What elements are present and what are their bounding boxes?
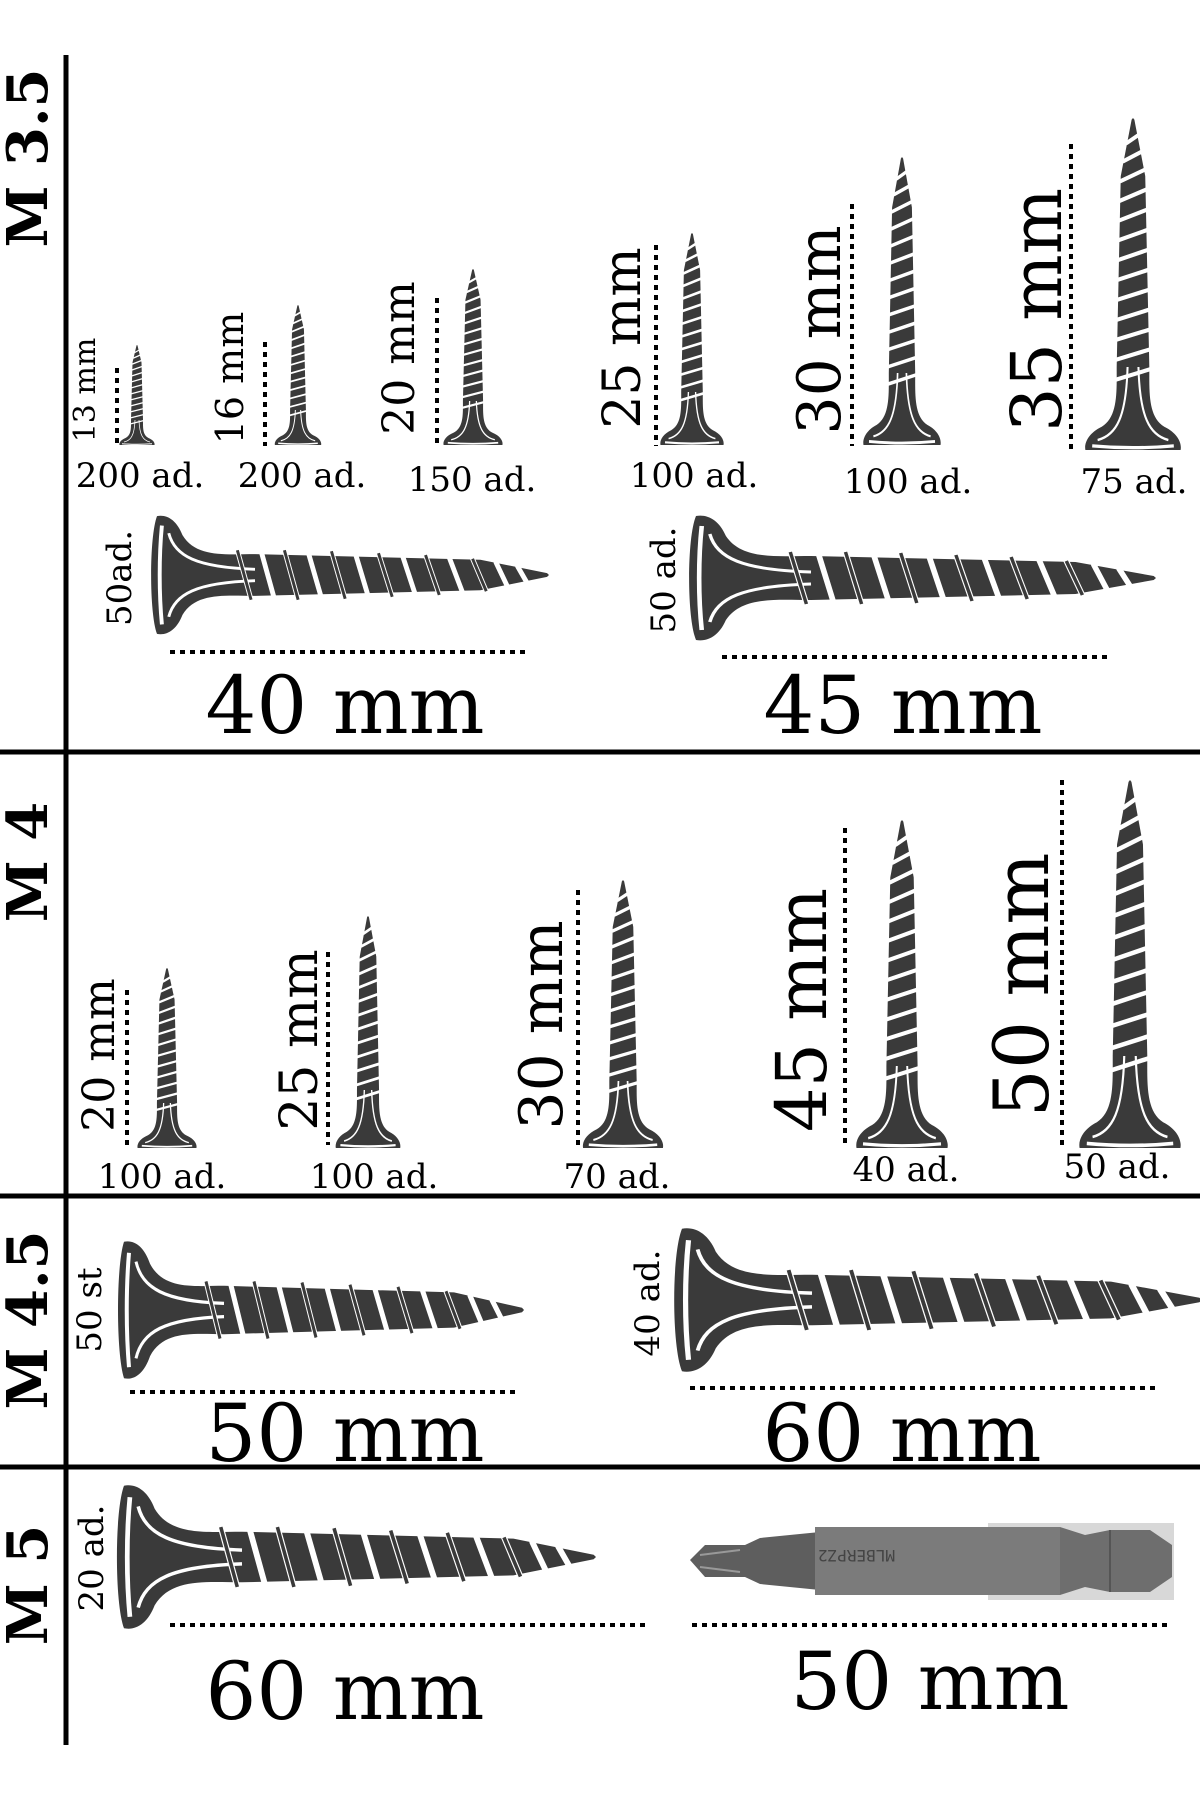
- drywall-screw-icon: [689, 516, 1156, 641]
- length-label: 60 mm: [205, 1645, 485, 1738]
- length-label: 30 mm: [785, 225, 855, 435]
- drywall-screw-icon: [334, 914, 402, 1150]
- length-label: 25 mm: [270, 949, 330, 1131]
- m45-dims: [130, 1386, 1160, 1394]
- quantity-label: 100 ad.: [97, 1157, 227, 1197]
- length-label: 60 mm: [762, 1387, 1042, 1480]
- quantity-label: 200 ad.: [237, 456, 367, 496]
- section-label-m4: M 4: [0, 801, 61, 923]
- quantity-label: 40 ad.: [852, 1150, 960, 1190]
- length-label: 13 mm: [68, 337, 103, 443]
- drywall-screw-icon: [442, 267, 504, 447]
- m5-screw: [117, 1485, 596, 1628]
- quantity-label: 150 ad.: [407, 460, 537, 500]
- quantity-label: 50 st: [70, 1267, 110, 1353]
- quantity-label: 100 ad.: [843, 462, 973, 502]
- length-label: 45 mm: [763, 659, 1043, 752]
- quantity-label: 40 ad.: [628, 1249, 668, 1357]
- m35-small-dims: [115, 144, 1073, 452]
- length-label: 20 mm: [74, 978, 125, 1132]
- length-label: 50 mm: [205, 1387, 485, 1480]
- drywall-screw-icon: [861, 155, 943, 447]
- length-label: 45 mm: [761, 887, 843, 1133]
- drywall-screw-icon: [118, 1241, 524, 1378]
- drywall-screw-icon: [117, 1485, 596, 1628]
- quantity-label: 100 ad.: [629, 456, 759, 496]
- length-label: 20 mm: [374, 281, 425, 435]
- length-label: 25 mm: [593, 247, 653, 429]
- drywall-screw-icon: [1085, 118, 1181, 450]
- length-label: 35 mm: [996, 187, 1078, 433]
- section-label-m35: M 3.5: [0, 68, 61, 248]
- drywall-screw-icon: [659, 231, 725, 447]
- quantity-label: 50ad.: [100, 529, 140, 627]
- quantity-label: 50 ad.: [1063, 1147, 1171, 1187]
- quantity-label: 20 ad.: [72, 1504, 112, 1612]
- quantity-label: 100 ad.: [309, 1157, 439, 1197]
- length-label: 30 mm: [507, 920, 577, 1130]
- drywall-screw-icon: [581, 878, 665, 1150]
- quantity-label: 75 ad.: [1080, 462, 1188, 502]
- drywall-screw-icon: [136, 966, 198, 1150]
- section-label-m5: M 5: [0, 1524, 61, 1646]
- m35-long-dims: [170, 650, 1112, 659]
- length-label: 40 mm: [205, 659, 485, 752]
- quantity-label: 200 ad.: [75, 456, 205, 496]
- quantity-label: 70 ad.: [563, 1157, 671, 1197]
- screwdriver-bit-icon: MLBERPZ2: [690, 1523, 1174, 1600]
- bit-engraving: MLBERPZ2: [818, 1546, 895, 1565]
- drywall-screw-icon: [1079, 780, 1180, 1148]
- bit-length-label: 50 mm: [790, 1635, 1070, 1728]
- length-label: 50 mm: [977, 852, 1066, 1118]
- quantity-label: 50 ad.: [644, 526, 684, 634]
- drywall-screw-icon: [273, 304, 323, 446]
- drywall-screw-icon: [674, 1228, 1200, 1371]
- grid-lines: [0, 55, 1200, 1745]
- m4-dims: [125, 780, 1064, 1145]
- drywall-screw-icon: [118, 344, 156, 446]
- section-label-m45: M 4.5: [0, 1230, 61, 1410]
- drywall-screw-icon: [151, 516, 549, 635]
- length-label: 16 mm: [208, 311, 252, 445]
- drywall-screw-icon: [856, 820, 947, 1148]
